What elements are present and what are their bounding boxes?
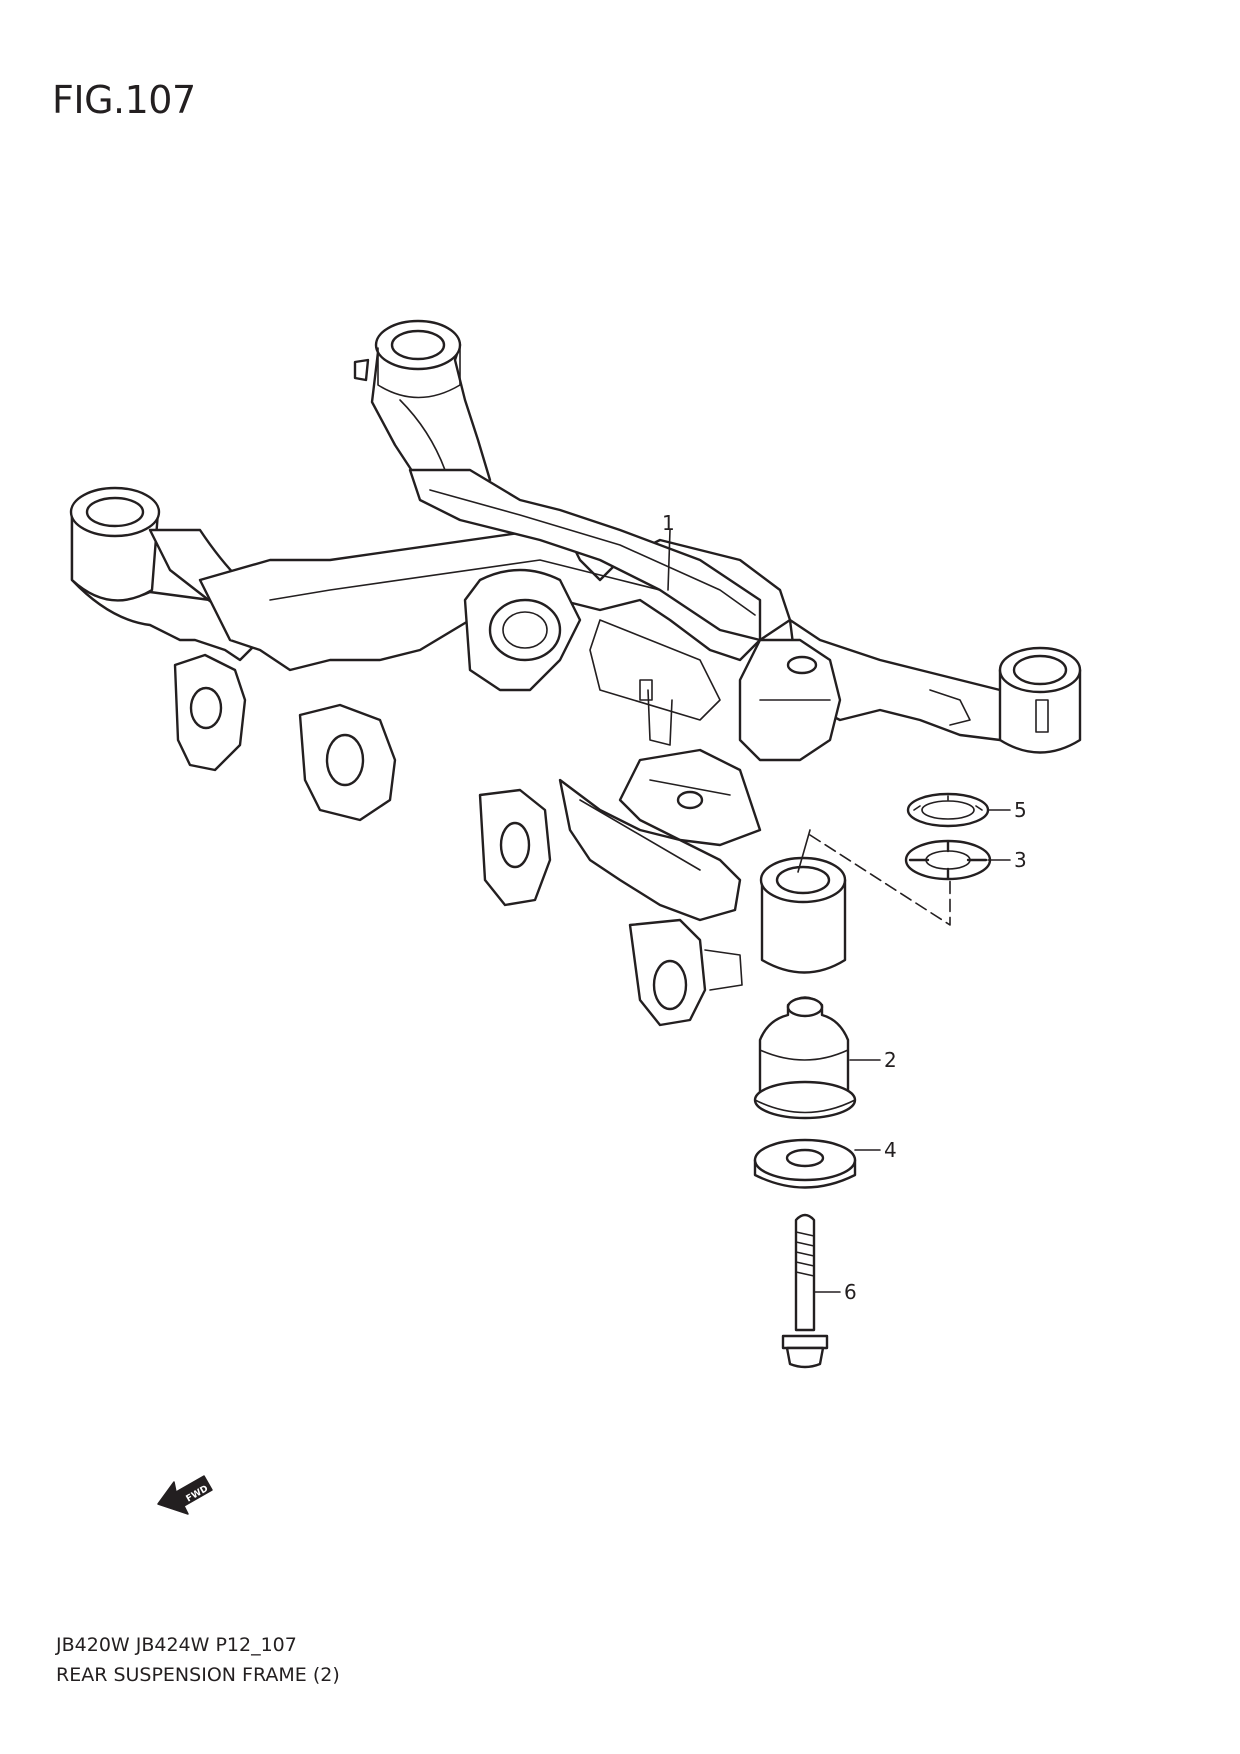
callout-3: 3	[1014, 848, 1027, 872]
callout-2: 2	[884, 1048, 897, 1072]
bolt-drawing	[781, 1213, 829, 1369]
mount-bush-drawing	[753, 996, 857, 1120]
callout-6: 6	[844, 1280, 857, 1304]
figure-title: FIG.107	[52, 78, 196, 122]
callout-5: 5	[1014, 798, 1027, 822]
drawing-title: REAR SUSPENSION FRAME (2)	[56, 1664, 340, 1686]
washer-drawing	[753, 1138, 857, 1189]
callout-1: 1	[662, 511, 675, 535]
callout-4: 4	[884, 1138, 897, 1162]
stopper-lower-drawing	[904, 839, 992, 881]
drawing-code: JB420W JB424W P12_107	[56, 1634, 297, 1656]
leader-lines	[667, 529, 1011, 1293]
stopper-upper-drawing	[906, 792, 990, 828]
fwd-arrow-icon: FWD	[157, 1475, 213, 1515]
suspension-frame-drawing	[69, 319, 1082, 1027]
